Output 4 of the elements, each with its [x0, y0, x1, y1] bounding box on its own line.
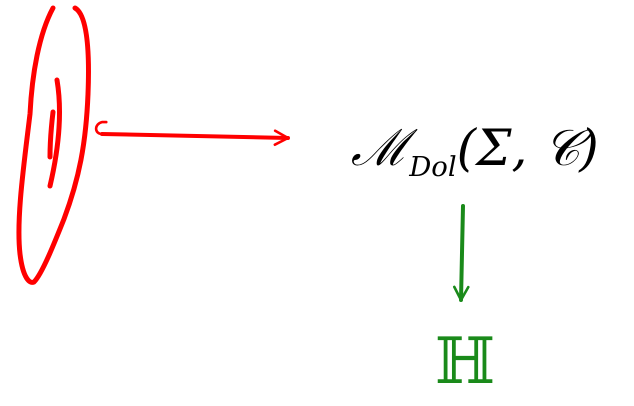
hooked-arrow — [94, 120, 290, 146]
math-expression: ℳ$_{Dol}$(Σ, 𝒞) — [351, 118, 599, 183]
math-symbol: ℍ — [434, 325, 496, 399]
arrow — [452, 204, 470, 302]
